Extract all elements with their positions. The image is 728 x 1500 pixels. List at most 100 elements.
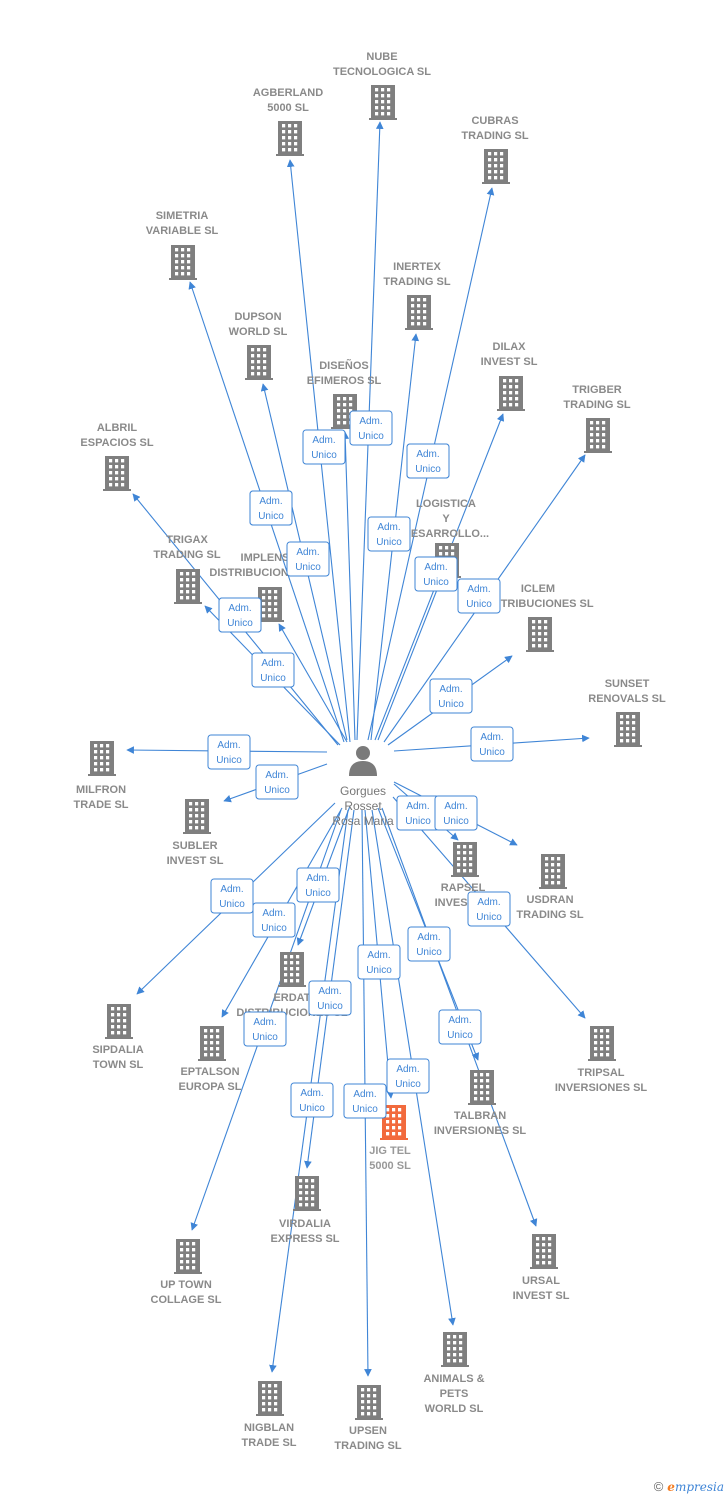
relation-label-milfron[interactable]: Adm.Unico xyxy=(207,734,251,770)
relation-label-sipdalia[interactable]: Adm.Unico xyxy=(210,878,254,914)
relation-label-talbran[interactable]: Adm.Unico xyxy=(407,926,451,962)
relation-label-ursal[interactable]: Adm.Unico xyxy=(438,1009,482,1045)
relation-label-rapsel[interactable]: Adm. Unico xyxy=(396,795,440,831)
relation-label-nigblan[interactable]: Adm.Unico xyxy=(290,1082,334,1118)
relation-label-iclem[interactable]: Adm.Unico xyxy=(429,678,473,714)
relation-label-sunset[interactable]: Adm.Unico xyxy=(470,726,514,762)
relation-label-dilax[interactable]: Adm.Unico xyxy=(406,443,450,479)
relation-label-dupson[interactable]: Adm.Unico xyxy=(286,541,330,577)
relation-label-inertex[interactable]: Adm.Unico xyxy=(367,516,411,552)
relation-text: Unico xyxy=(352,1104,378,1115)
relation-label-eptalson[interactable]: Adm.Unico xyxy=(252,902,296,938)
relation-label-erdat[interactable]: Adm.Unico xyxy=(296,867,340,903)
relation-text: Adm. xyxy=(253,1017,276,1028)
relation-label-logistica[interactable]: Adm.Unico xyxy=(414,556,458,592)
relation-label-tripsal[interactable]: Adm.Unico xyxy=(467,891,511,927)
building-icon xyxy=(276,121,304,156)
relation-label-subler[interactable]: Adm.Unico xyxy=(255,764,299,800)
relation-text: Adm. xyxy=(262,908,285,919)
relation-label-simetria[interactable]: Adm.Unico xyxy=(249,490,293,526)
relation-label-trigax[interactable]: Adm.Unico xyxy=(218,597,262,633)
relation-label-nube[interactable]: Adm.Unico xyxy=(349,410,393,446)
relation-text: Unico xyxy=(317,1001,343,1012)
building-icon xyxy=(198,1026,226,1061)
relation-text: Unico xyxy=(260,673,286,684)
relation-text: Adm. xyxy=(300,1088,323,1099)
relation-label-disenos[interactable]: Adm.Unico xyxy=(302,429,346,465)
relation-label-virdalia[interactable]: Adm.Unico xyxy=(308,980,352,1016)
relation-label-trigber[interactable]: Adm.Unico xyxy=(457,578,501,614)
building-icon xyxy=(174,1239,202,1274)
building-icon xyxy=(174,569,202,604)
relation-label-animals[interactable]: Adm.Unico xyxy=(357,944,401,980)
relation-label-upsen[interactable]: Adm.Unico xyxy=(343,1083,387,1119)
building-icon xyxy=(293,1176,321,1211)
relation-label-jig[interactable]: Adm.Unico xyxy=(386,1058,430,1094)
relation-text: Adm. xyxy=(406,801,429,812)
relation-label-usdran[interactable]: Adm.Unico xyxy=(434,795,478,831)
relation-text: Unico xyxy=(405,816,431,827)
empresia-logo[interactable]: empresia xyxy=(667,1479,724,1494)
relation-label-uptown[interactable]: Adm.Unico xyxy=(243,1011,287,1047)
building-icon xyxy=(256,1381,284,1416)
relation-label-implens[interactable]: Adm.Unico xyxy=(251,652,295,688)
